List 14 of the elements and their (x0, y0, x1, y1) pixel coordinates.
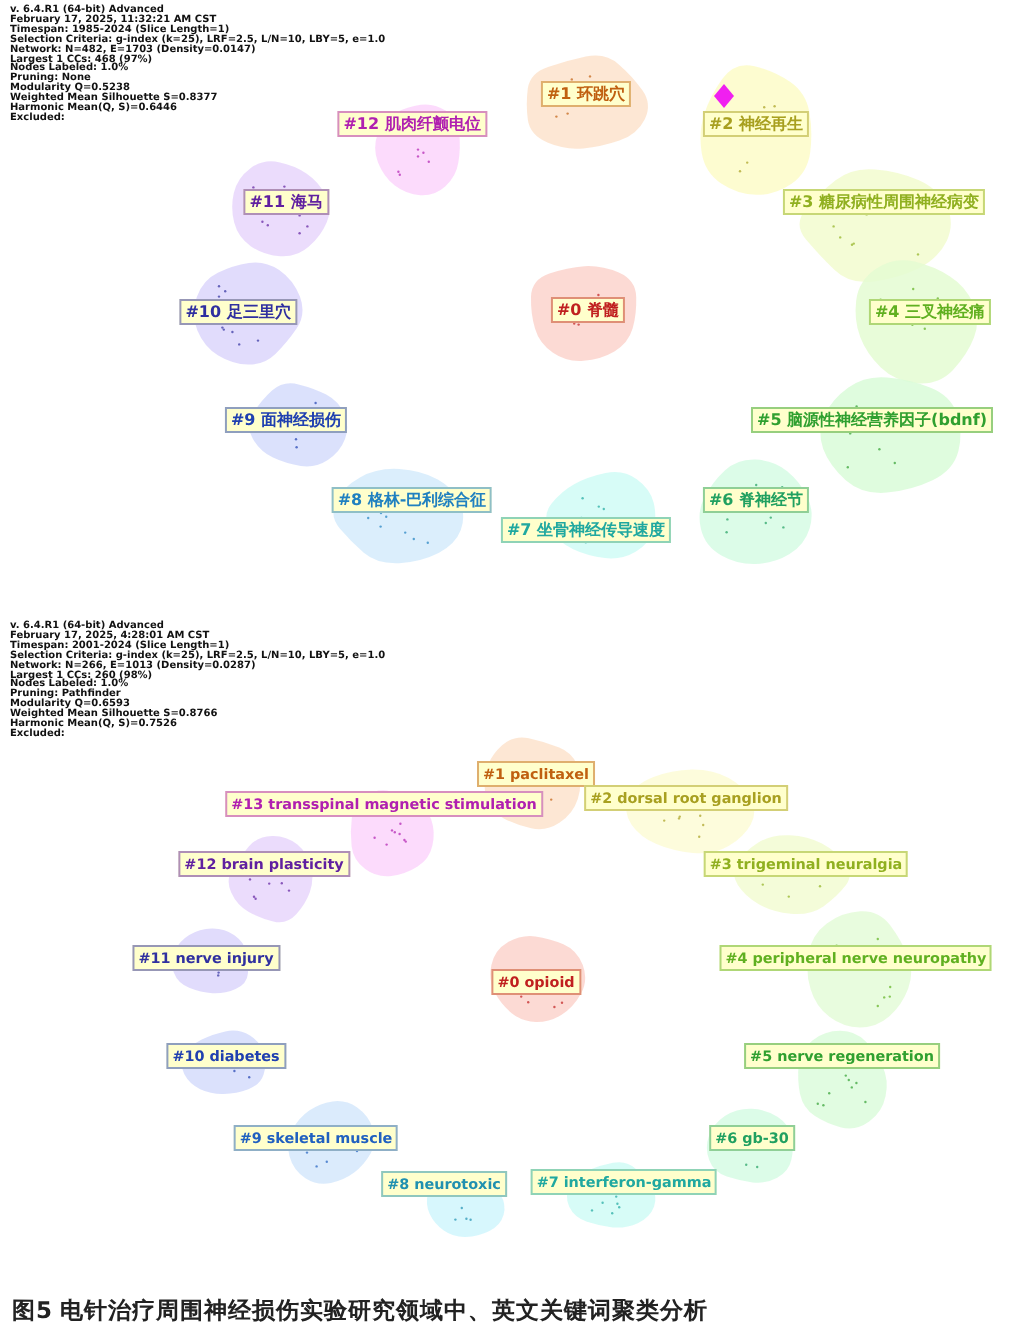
cluster-label: #1 环跳穴 (540, 81, 632, 107)
cluster-label: #9 面神经损伤 (224, 407, 348, 433)
cluster-label: #0 脊髓 (550, 297, 626, 323)
cluster-label: #8 格林-巴利综合征 (331, 487, 493, 513)
cluster-label: #5 脑源性神经营养因子(bdnf) (751, 407, 993, 433)
cluster-label: #3 糖尿病性周围神经病变 (782, 189, 986, 215)
cluster-label: #7 坐骨神经传导速度 (500, 517, 672, 543)
cluster-label: #10 足三里穴 (179, 299, 297, 325)
cluster-label: #6 脊神经节 (702, 487, 810, 513)
figure-caption: 图5 电针治疗周围神经损伤实验研究领域中、英文关键词聚类分析 (12, 1296, 709, 1326)
cluster-label: #2 神经再生 (702, 111, 810, 137)
cluster-label: #11 海马 (243, 189, 329, 215)
cluster-label: #4 三叉神经痛 (868, 299, 992, 325)
cluster-label: #12 肌肉纤颤电位 (337, 111, 487, 137)
